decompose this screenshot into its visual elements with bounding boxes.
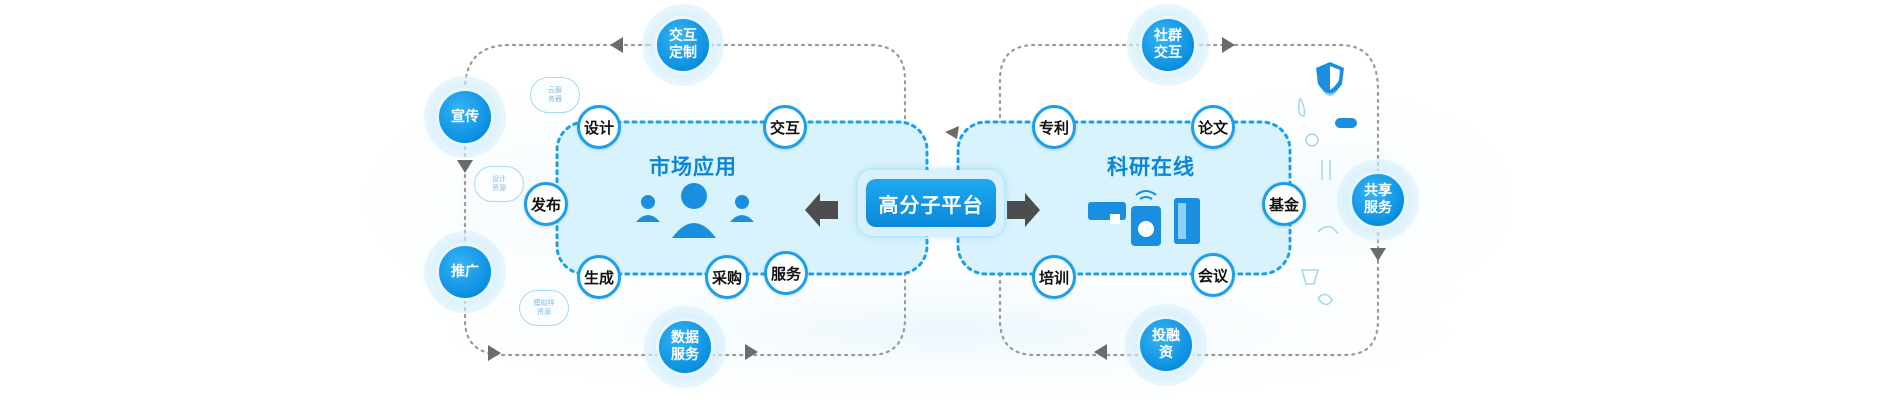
flow-arrow [1094, 344, 1107, 360]
outer-node-label: 推广 [436, 243, 494, 301]
outer-node-investment[interactable]: 投融 资 [1125, 304, 1207, 386]
flow-arrow [457, 160, 473, 173]
left-region-title: 市场应用 [649, 155, 737, 179]
center-platform-label: 高分子平台 [866, 179, 996, 227]
flow-arrow [945, 126, 959, 139]
shield-icon [1316, 62, 1344, 94]
node-meeting[interactable]: 会议 [1191, 253, 1235, 297]
cloud-note: 模拟样 资源 [519, 290, 569, 326]
outer-node-community[interactable]: 社群 交互 [1127, 4, 1209, 86]
center-right-arrow [1007, 193, 1040, 227]
flow-arrow [1222, 37, 1235, 53]
node-interaction[interactable]: 交互 [763, 105, 807, 149]
devices-icon [1088, 190, 1200, 246]
right-region-title: 科研在线 [1107, 155, 1195, 179]
flow-arrow [488, 345, 501, 361]
node-service[interactable]: 服务 [764, 251, 808, 295]
flow-arrow [610, 37, 623, 53]
outer-loop-left [463, 43, 907, 357]
cloud-note: 设计 资源 [474, 166, 524, 202]
node-fund[interactable]: 基金 [1262, 182, 1306, 226]
node-generate[interactable]: 生成 [577, 255, 621, 299]
center-platform[interactable]: 高分子平台 [858, 170, 1004, 236]
outer-node-label: 社群 交互 [1139, 16, 1197, 74]
flow-arrow [1370, 248, 1386, 261]
gamepad-icon [1335, 118, 1357, 128]
node-design[interactable]: 设计 [577, 105, 621, 149]
outer-node-label: 宣传 [436, 88, 494, 146]
users-icon [636, 183, 754, 238]
node-purchase[interactable]: 采购 [705, 255, 749, 299]
outer-node-label: 共享 服务 [1349, 171, 1407, 229]
outer-node-label: 交互 定制 [654, 16, 712, 74]
outer-node-shared-service[interactable]: 共享 服务 [1337, 159, 1419, 241]
outer-node-label: 投融 资 [1137, 316, 1195, 374]
flow-arrow [745, 344, 758, 360]
cloud-note: 云服 务器 [530, 77, 580, 113]
outer-node-custom-interaction[interactable]: 交互 定制 [642, 4, 724, 86]
node-training[interactable]: 培训 [1032, 255, 1076, 299]
node-patent[interactable]: 专利 [1032, 105, 1076, 149]
node-publish[interactable]: 发布 [524, 182, 568, 226]
outer-node-outreach[interactable]: 推广 [424, 231, 506, 313]
outer-node-data-service[interactable]: 数据 服务 [644, 306, 726, 388]
right-region-box [956, 120, 1292, 276]
center-left-arrow [805, 193, 838, 227]
outer-loop-right [998, 43, 1380, 357]
outer-node-promotion[interactable]: 宣传 [424, 76, 506, 158]
outer-node-label: 数据 服务 [656, 318, 714, 376]
node-paper[interactable]: 论文 [1191, 105, 1235, 149]
